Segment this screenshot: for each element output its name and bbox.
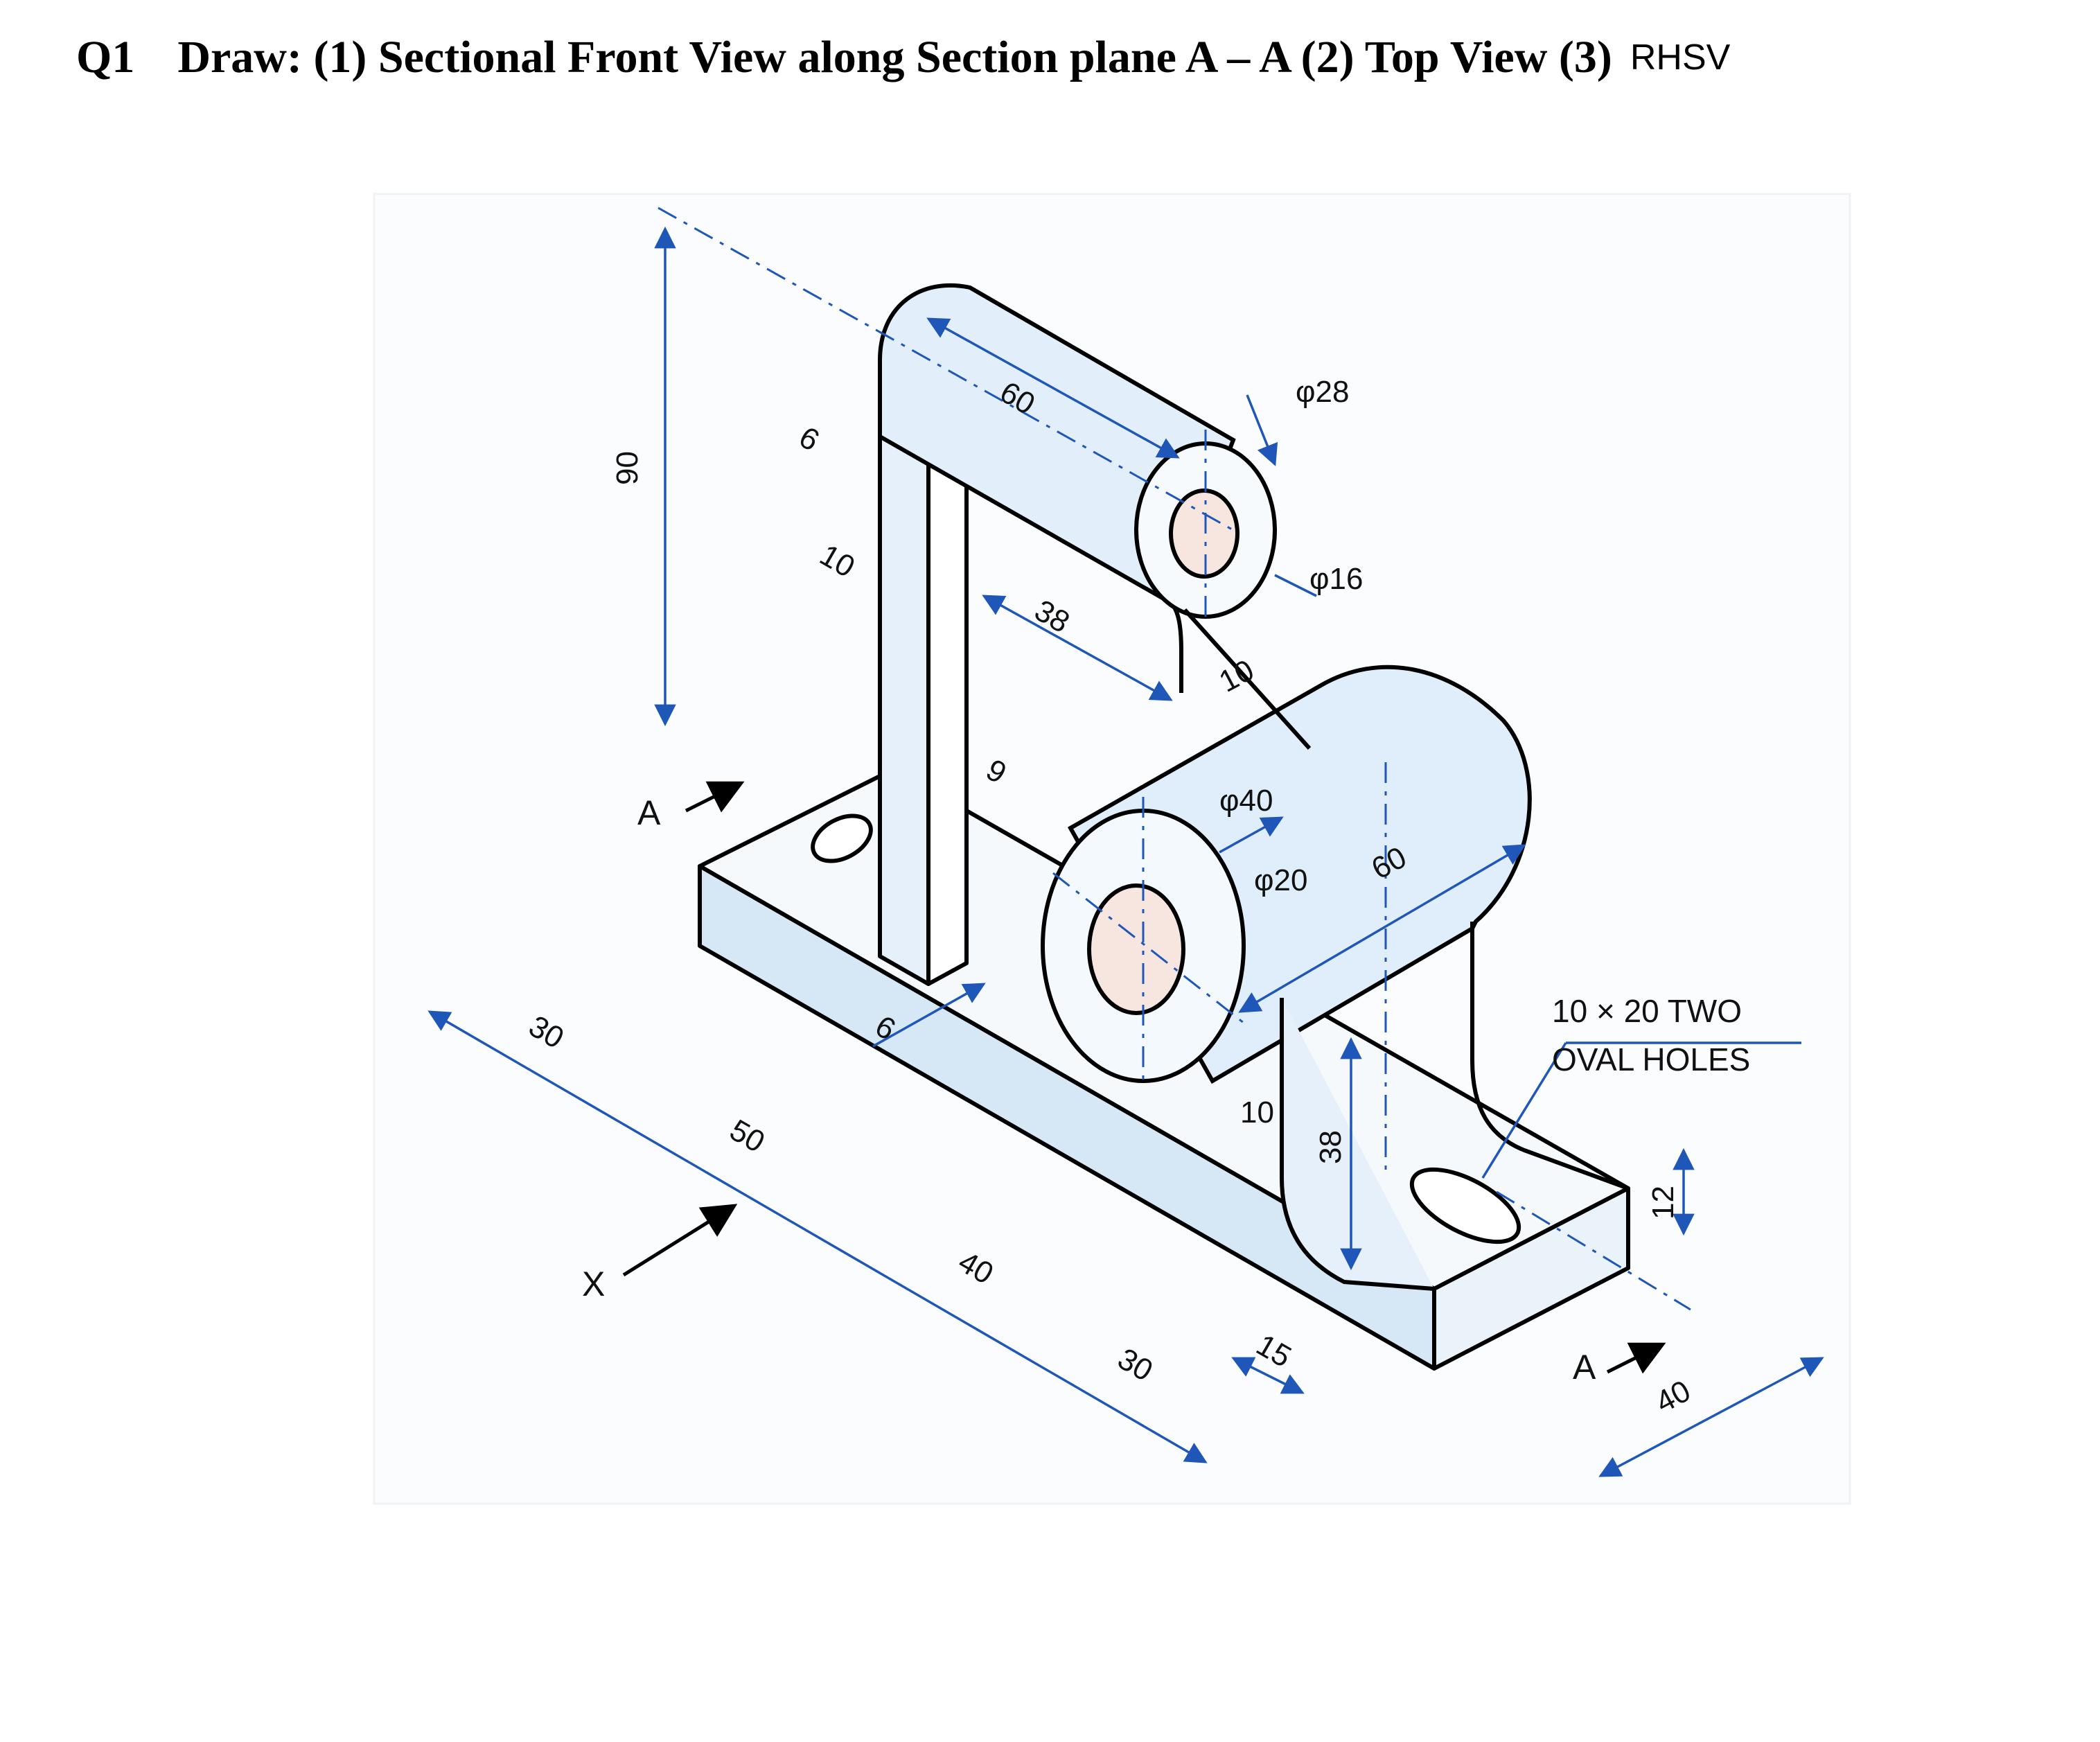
dimension-lines [427, 226, 1824, 1477]
section-label-bottom: A [1573, 1348, 1596, 1387]
question-text: Draw: (1) Sectional Front View along Sec… [177, 32, 1612, 82]
dim-38-height: 38 [1314, 1130, 1348, 1164]
dim-phi16: φ16 [1309, 562, 1363, 596]
oval-holes [811, 813, 1521, 1244]
oval-hole-right [1409, 1167, 1521, 1244]
front-bore [1087, 883, 1185, 1015]
dim-10-slot: 10 [1240, 1096, 1274, 1129]
dim-phi40: φ40 [1219, 784, 1273, 818]
oval-hole-left [811, 813, 873, 863]
dim-phi20: φ20 [1254, 863, 1307, 897]
view-arrow-label: X [582, 1265, 605, 1303]
top-bore [1169, 489, 1239, 579]
section-arrows [622, 781, 1666, 1374]
note-line-1: 10 × 20 TWO [1552, 993, 1742, 1029]
oval-holes-note: 10 × 20 TWO OVAL HOLES [1552, 993, 1750, 1077]
dim-90: 90 [610, 451, 644, 485]
note-line-2: OVAL HOLES [1552, 1041, 1750, 1077]
question-tail: RHSV [1630, 37, 1731, 78]
question-number: Q1 [76, 32, 135, 82]
section-label-top: A [637, 793, 661, 832]
dim-12: 12 [1646, 1186, 1680, 1220]
question-title: Q1 Draw: (1) Sectional Front View along … [76, 19, 1730, 96]
dim-phi28: φ28 [1296, 375, 1349, 409]
